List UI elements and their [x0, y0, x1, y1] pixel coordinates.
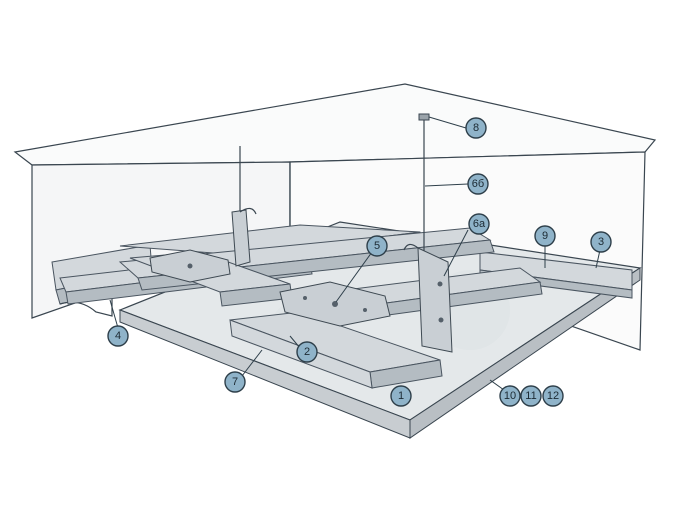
svg-text:11: 11 — [525, 390, 536, 402]
svg-text:4: 4 — [115, 330, 121, 342]
svg-text:10: 10 — [504, 390, 516, 402]
callout-7: 7 — [224, 371, 246, 393]
svg-text:2: 2 — [304, 346, 310, 358]
callout-11: 11 — [520, 385, 542, 407]
callout-12: 12 — [542, 385, 564, 407]
ceiling-anchor — [418, 113, 430, 121]
callout-9: 9 — [534, 225, 556, 247]
callout-4: 4 — [107, 325, 129, 347]
hanger-left — [231, 146, 257, 267]
svg-text:7: 7 — [232, 376, 238, 388]
svg-text:6a: 6a — [473, 218, 486, 230]
cross-connector-center — [279, 281, 391, 327]
callout-2: 2 — [296, 341, 318, 363]
callout-3: 3 — [590, 231, 612, 253]
svg-text:12: 12 — [547, 390, 559, 402]
leader-lines — [109, 116, 601, 391]
svg-text:9: 9 — [542, 230, 548, 242]
svg-text:5: 5 — [374, 240, 380, 252]
svg-text:1: 1 — [398, 390, 404, 402]
svg-text:6б: 6б — [472, 178, 484, 190]
svg-text:8: 8 — [473, 122, 479, 134]
callout-1: 1 — [390, 385, 412, 407]
callout-6b: 6б — [467, 173, 489, 195]
hanger-right — [403, 118, 453, 353]
callout-10: 10 — [499, 385, 521, 407]
cross-connector-left — [149, 249, 231, 283]
callout-5: 5 — [366, 235, 388, 257]
callout-6a: 6a — [468, 213, 490, 235]
svg-text:3: 3 — [598, 236, 604, 248]
callout-8: 8 — [465, 117, 487, 139]
